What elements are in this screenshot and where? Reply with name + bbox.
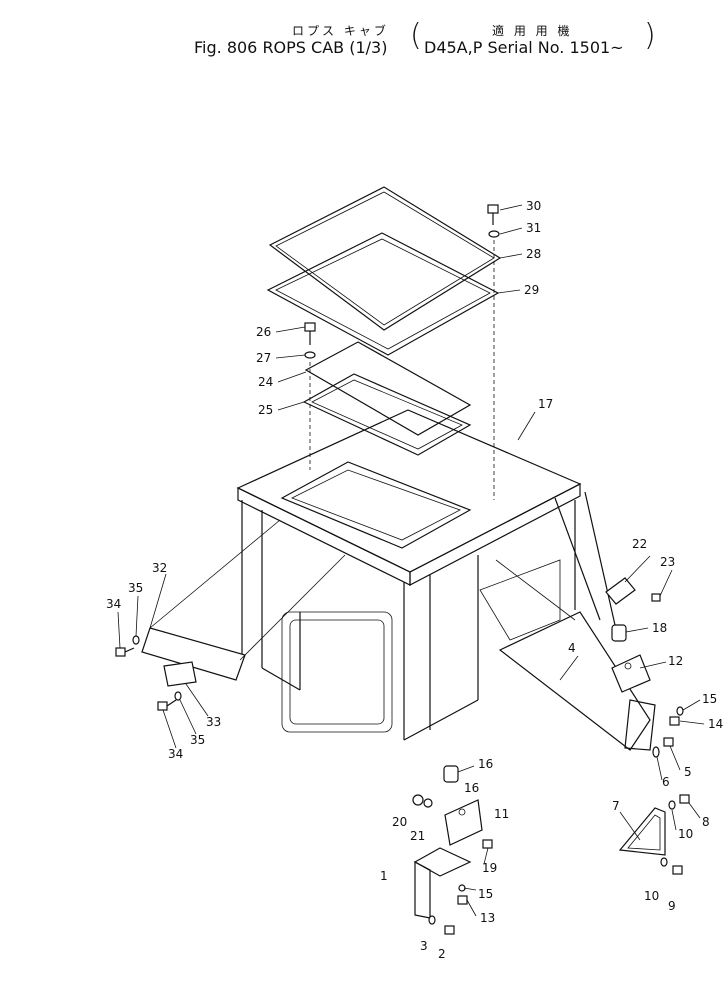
plate-33 (163, 661, 197, 687)
figure-title: Fig. 806 ROPS CAB (1/3) (194, 38, 388, 57)
open-paren: ( (410, 18, 422, 53)
callout-27: 27 (256, 351, 271, 365)
callout-3: 3 (420, 939, 428, 953)
side-bracket (498, 611, 656, 751)
callout-18: 18 (652, 621, 667, 635)
callout-7: 7 (612, 799, 620, 813)
callout-26: 26 (256, 325, 271, 339)
plate-22 (605, 577, 636, 605)
callout-10b: 10 (644, 889, 659, 903)
callout-8: 8 (702, 815, 710, 829)
callout-15b: 15 (478, 887, 493, 901)
callout-11: 11 (494, 807, 509, 821)
callout-20: 20 (392, 815, 407, 829)
leader-lines (117, 204, 705, 917)
callout-17: 17 (538, 397, 553, 411)
callout-15a: 15 (702, 692, 717, 706)
callout-35a: 35 (128, 581, 143, 595)
cab-frame (236, 409, 616, 741)
callout-16b: 16 (464, 781, 479, 795)
bracket-11 (444, 799, 483, 846)
callout-23: 23 (660, 555, 675, 569)
callout-4: 4 (568, 641, 576, 655)
callout-31: 31 (526, 221, 541, 235)
close-paren: ) (644, 18, 656, 53)
top-cover-plate (268, 186, 502, 331)
mount-cushion-16 (443, 765, 459, 783)
bolt-26 (304, 322, 316, 359)
callout-24: 24 (258, 375, 273, 389)
callout-16a: 16 (478, 757, 493, 771)
mount-cushion-18 (611, 624, 627, 642)
callout-30: 30 (526, 199, 541, 213)
callout-19: 19 (482, 861, 497, 875)
callout-6: 6 (662, 775, 670, 789)
bracket-7 (618, 807, 666, 856)
title-japanese: ロプス キャブ (292, 24, 389, 38)
bolt-30 (487, 204, 500, 238)
top-gasket (266, 232, 500, 356)
small-fasteners (115, 593, 690, 935)
callout-25: 25 (258, 403, 273, 417)
callout-34a: 34 (106, 597, 121, 611)
callout-9: 9 (668, 899, 676, 913)
applicable-japanese: 適 用 用 機 (492, 24, 573, 38)
plate-32 (141, 627, 246, 681)
callout-13: 13 (480, 911, 495, 925)
callout-14: 14 (708, 717, 723, 731)
callout-28: 28 (526, 247, 541, 261)
inner-gasket (302, 373, 472, 456)
callout-12: 12 (668, 654, 683, 668)
callout-5: 5 (684, 765, 692, 779)
callout-10a: 10 (678, 827, 693, 841)
callout-2: 2 (438, 947, 446, 961)
inner-cover-plate (304, 341, 472, 436)
callout-21: 21 (410, 829, 425, 843)
callout-1: 1 (380, 869, 388, 883)
bracket-1 (413, 847, 472, 919)
callout-34b: 34 (168, 747, 183, 761)
callout-33: 33 (206, 715, 221, 729)
callout-22: 22 (632, 537, 647, 551)
bracket-12 (611, 654, 651, 693)
callout-labels: 1 2 3 4 5 6 7 8 9 10 10 11 12 13 14 15 1… (106, 199, 723, 961)
callout-35b: 35 (190, 733, 205, 747)
callout-32: 32 (152, 561, 167, 575)
serial-range: D45A,P Serial No. 1501~ (424, 38, 624, 57)
callout-29: 29 (524, 283, 539, 297)
